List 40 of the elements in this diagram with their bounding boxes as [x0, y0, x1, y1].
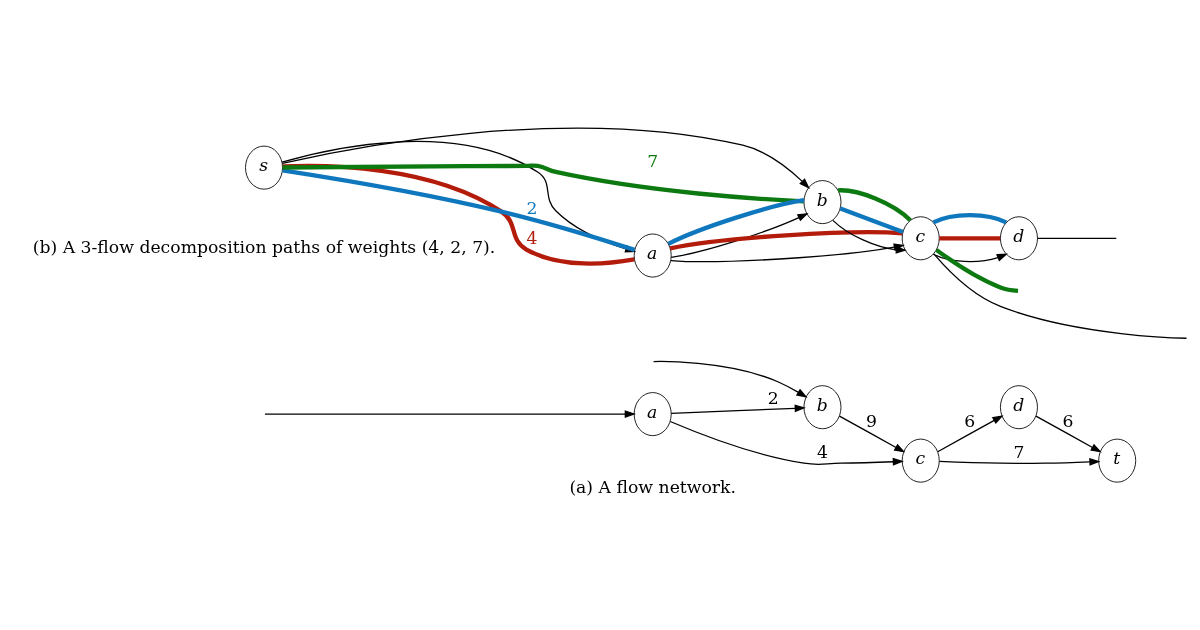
edge-label: 7 — [647, 150, 659, 171]
node-ellipse: a — [633, 233, 672, 278]
connector — [932, 212, 1008, 225]
edge-label: 2 — [526, 198, 538, 219]
arrow — [838, 415, 906, 453]
arrow — [938, 457, 1101, 466]
arrow — [670, 212, 809, 259]
node-ellipse: d — [1000, 385, 1038, 430]
arrow — [1035, 415, 1102, 453]
label: (b) A 3-flow decomposition paths of weights (4, 2, 7). — [32, 236, 496, 257]
connector — [939, 236, 1001, 241]
connector — [1036, 237, 1117, 239]
connector — [667, 198, 805, 246]
node-ellipse: b — [803, 180, 842, 225]
connector — [838, 188, 912, 222]
node-ellipse: c — [901, 438, 940, 483]
edge-label: 4 — [526, 228, 538, 249]
edge-label: 6 — [1062, 411, 1074, 432]
label: (a) A flow network. — [569, 476, 736, 497]
node-ellipse: s — [245, 145, 283, 190]
arrow — [281, 127, 810, 189]
edge-label: 9 — [866, 411, 878, 432]
arrow — [669, 420, 904, 466]
node-ellipse: c — [901, 216, 940, 261]
connector — [933, 253, 1188, 339]
edge-label: 4 — [816, 442, 828, 463]
connector — [935, 248, 1019, 293]
edge-label: 6 — [964, 411, 976, 432]
arrow — [670, 404, 806, 415]
edge-label: 2 — [767, 387, 779, 408]
connector — [839, 206, 904, 234]
node-ellipse: a — [633, 392, 672, 437]
connector — [282, 163, 804, 204]
arrow — [264, 410, 636, 419]
edge-label: 7 — [1013, 442, 1025, 463]
node-ellipse: t — [1098, 438, 1137, 483]
node-ellipse: d — [1000, 216, 1038, 261]
arrow — [937, 415, 1004, 453]
arrow — [652, 360, 808, 398]
node-ellipse: b — [803, 385, 842, 430]
